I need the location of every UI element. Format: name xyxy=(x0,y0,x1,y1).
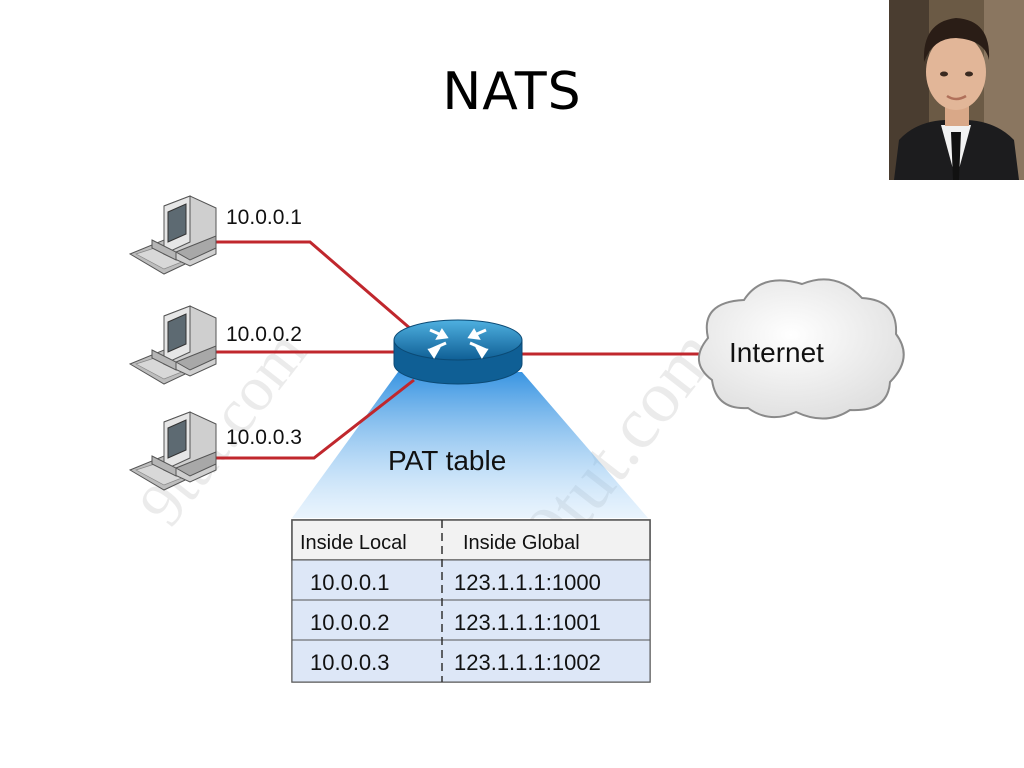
pat-table-beam xyxy=(292,372,648,518)
desktop-computer-icon xyxy=(129,195,217,275)
pat-row-2-global: 123.1.1.1:1001 xyxy=(454,610,601,635)
pat-table: Inside Local Inside Global 10.0.0.1 123.… xyxy=(291,519,651,683)
pat-row-2-local: 10.0.0.2 xyxy=(310,610,390,635)
pat-row-3-global: 123.1.1.1:1002 xyxy=(454,650,601,675)
slide-title: NATS xyxy=(442,62,582,122)
pat-table-title: PAT table xyxy=(388,445,506,476)
desktop-computer-icon xyxy=(129,305,217,385)
host-1-ip: 10.0.0.1 xyxy=(226,206,302,229)
pat-row-1-local: 10.0.0.1 xyxy=(310,570,390,595)
link-host-3 xyxy=(214,378,415,460)
router-icon xyxy=(393,319,523,385)
internet-label: Internet xyxy=(729,337,824,368)
pat-row-1-global: 123.1.1.1:1000 xyxy=(454,570,601,595)
link-host-1 xyxy=(214,240,413,332)
cloud-icon xyxy=(698,278,905,420)
host-3-ip: 10.0.0.3 xyxy=(226,426,302,449)
pat-header-inside-global: Inside Global xyxy=(463,532,580,554)
person-photo xyxy=(889,0,1024,180)
host-2-ip: 10.0.0.2 xyxy=(226,323,302,346)
pat-header-inside-local: Inside Local xyxy=(300,532,407,554)
pat-row-3-local: 10.0.0.3 xyxy=(310,650,390,675)
